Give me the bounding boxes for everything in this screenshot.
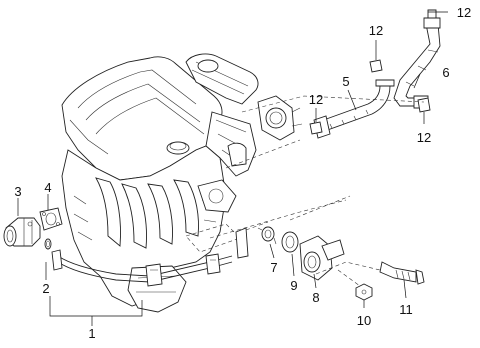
part-12-clamp-left: [309, 121, 323, 135]
callout-7: 7: [270, 260, 277, 275]
callout-6: 6: [442, 65, 449, 80]
part-4-gasket: [39, 207, 63, 231]
assembly-lines: [209, 95, 425, 287]
callout-10: 10: [357, 313, 371, 328]
callout-12-left: 12: [309, 92, 323, 107]
part-12-clamp-top: [427, 9, 437, 19]
callout-12-upper: 12: [369, 23, 383, 38]
part-12-clamp-right: [417, 97, 431, 113]
leader-lines: [17, 11, 448, 326]
part-12-clamp-upper: [369, 59, 383, 73]
callout-4: 4: [44, 180, 51, 195]
part-9-gasket: [281, 231, 299, 253]
engine-block: [61, 53, 303, 313]
part-1-water-pipe: [51, 249, 233, 287]
callout-2: 2: [42, 281, 49, 296]
part-8-thermostat-housing: [299, 235, 345, 281]
part-6-hose: [393, 17, 441, 109]
callout-1: 1: [88, 326, 95, 341]
part-5-hose: [313, 79, 395, 139]
callout-5: 5: [342, 74, 349, 89]
part-7-thermostat: [257, 226, 277, 245]
callout-8: 8: [312, 290, 319, 305]
callout-11: 11: [399, 302, 413, 317]
part-3-water-outlet: [3, 217, 41, 247]
part-2-o-ring: [44, 238, 52, 250]
callout-3: 3: [14, 184, 21, 199]
callout-12-top: 12: [457, 5, 471, 20]
callout-12-right: 12: [417, 130, 431, 145]
part-11-stud-bolt: [379, 261, 425, 285]
callout-9: 9: [290, 278, 297, 293]
callouts: 1 2 3 4 5 6 7 8 9 10 11 12 12 12 12: [14, 5, 471, 341]
part-10-nut: [355, 283, 373, 301]
